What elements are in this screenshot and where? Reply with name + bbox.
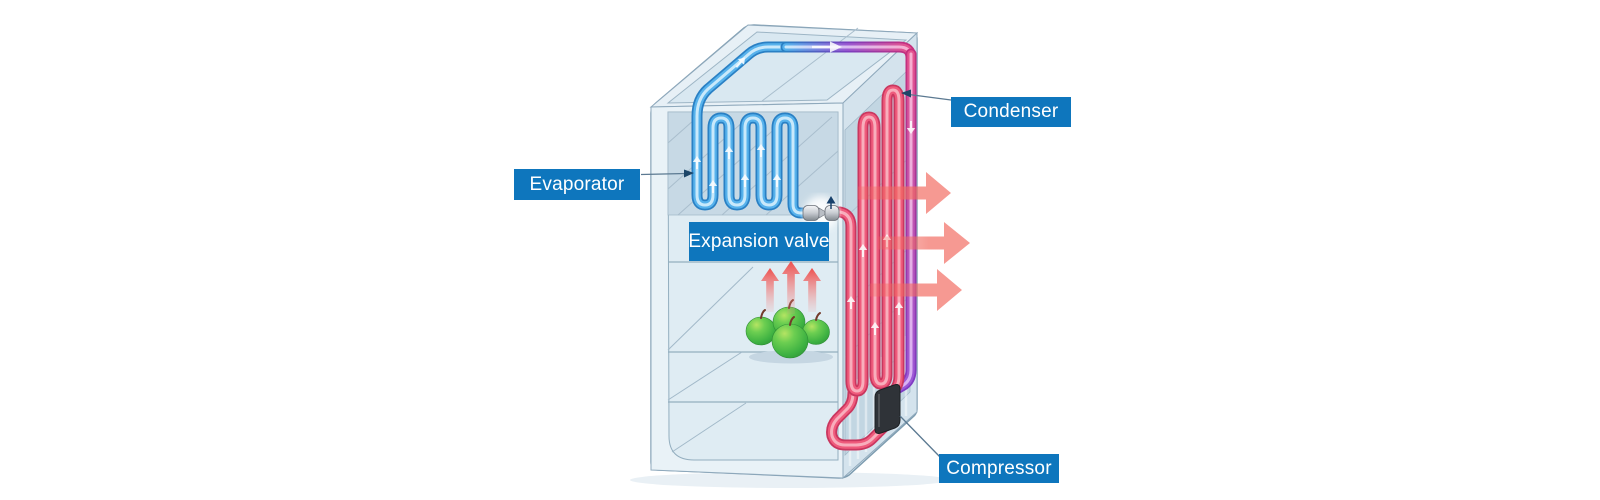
heat-arrow bbox=[870, 269, 962, 311]
heat-arrow bbox=[878, 222, 970, 264]
evaporator-label: Evaporator bbox=[514, 169, 640, 200]
condenser-coil bbox=[830, 84, 905, 397]
heat-arrows bbox=[858, 172, 970, 311]
condenser-label: Condenser bbox=[951, 97, 1071, 127]
top-tube-arrow bbox=[812, 41, 842, 53]
flow-arrows bbox=[691, 41, 917, 336]
label-pointers bbox=[640, 89, 952, 458]
condenser-loop-tube bbox=[826, 387, 892, 451]
pointer-arrowhead bbox=[901, 89, 911, 98]
compressor-pointer bbox=[899, 415, 941, 458]
condenser-pointer bbox=[901, 89, 952, 101]
apples bbox=[745, 299, 833, 364]
evaporator-coil bbox=[691, 41, 812, 219]
expansion-valve-label: Expansion valve bbox=[688, 222, 829, 261]
compressor bbox=[874, 384, 901, 434]
evaporator-pointer bbox=[640, 169, 694, 178]
heat-arrow bbox=[858, 172, 951, 214]
cold-air-arrows bbox=[761, 261, 821, 314]
expansion-valve bbox=[802, 196, 840, 230]
compressor-label: Compressor bbox=[939, 454, 1059, 483]
pointer-arrowhead bbox=[684, 169, 694, 178]
floor-shadow bbox=[630, 472, 950, 488]
valve-flow-arrow bbox=[826, 196, 836, 209]
